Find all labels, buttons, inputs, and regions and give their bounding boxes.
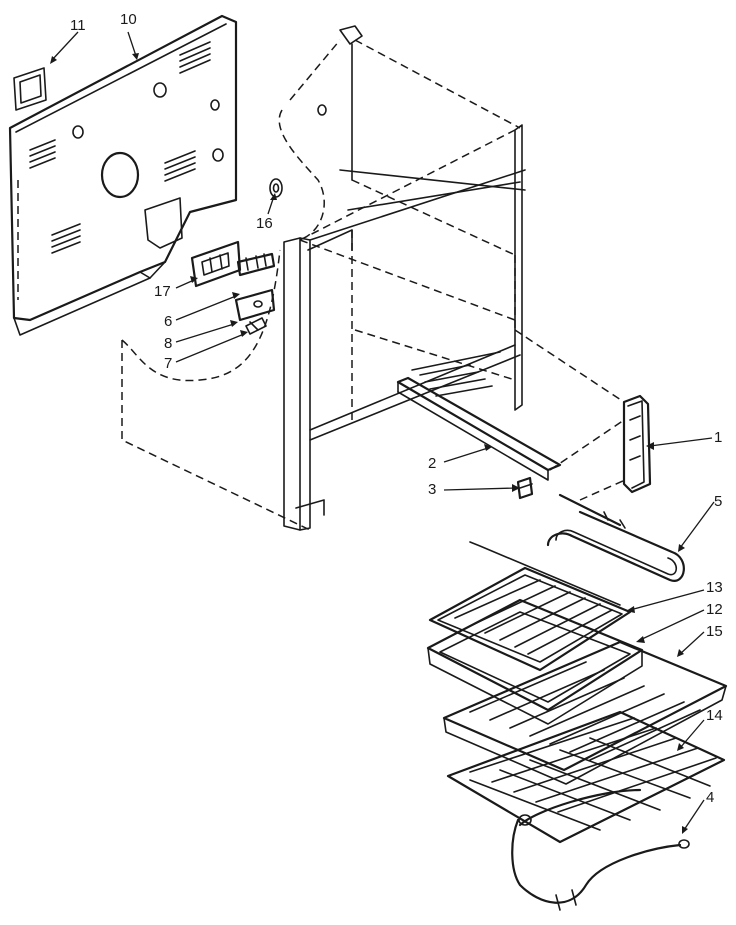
part-10-back-panel <box>8 14 238 336</box>
part-6-bracket <box>236 252 276 277</box>
part-15-oven-rack-upper <box>442 640 728 785</box>
callout-6: 6 <box>164 313 173 330</box>
callout-2: 2 <box>428 455 437 472</box>
callout-leaders <box>50 31 715 834</box>
part-4-bake-element <box>511 788 690 911</box>
callout-10: 10 <box>120 11 137 28</box>
callout-1: 1 <box>714 429 723 446</box>
part-2-rail <box>396 376 562 481</box>
callout-11: 11 <box>70 17 86 34</box>
oven-floor-element <box>411 351 501 397</box>
callout-8: 8 <box>164 335 173 352</box>
callout-15: 15 <box>706 623 723 640</box>
callout-7: 7 <box>164 355 173 372</box>
part-12-broiler-pan <box>426 598 644 725</box>
part-7-screw <box>245 317 267 335</box>
part-11-cover-plate <box>13 67 47 111</box>
callout-12: 12 <box>706 601 723 618</box>
part-16-grommet <box>269 178 283 198</box>
left-side-panel-outline <box>121 249 311 531</box>
part-5-broil-element <box>469 493 685 606</box>
callout-5: 5 <box>714 493 723 510</box>
part-8-clip <box>234 288 276 322</box>
part-14-oven-rack-lower <box>446 710 726 844</box>
callout-13: 13 <box>706 579 723 596</box>
callout-16: 16 <box>256 215 273 232</box>
part-1-side-trim <box>514 329 652 501</box>
part-3-bracket <box>516 476 534 500</box>
callout-4: 4 <box>706 789 715 806</box>
callout-3: 3 <box>428 481 437 498</box>
callout-14: 14 <box>706 707 723 724</box>
part-17-terminal-block <box>190 240 242 288</box>
callout-17: 17 <box>154 283 171 300</box>
cabinet-frame <box>278 25 526 531</box>
part-13-broiler-grid <box>428 566 632 672</box>
